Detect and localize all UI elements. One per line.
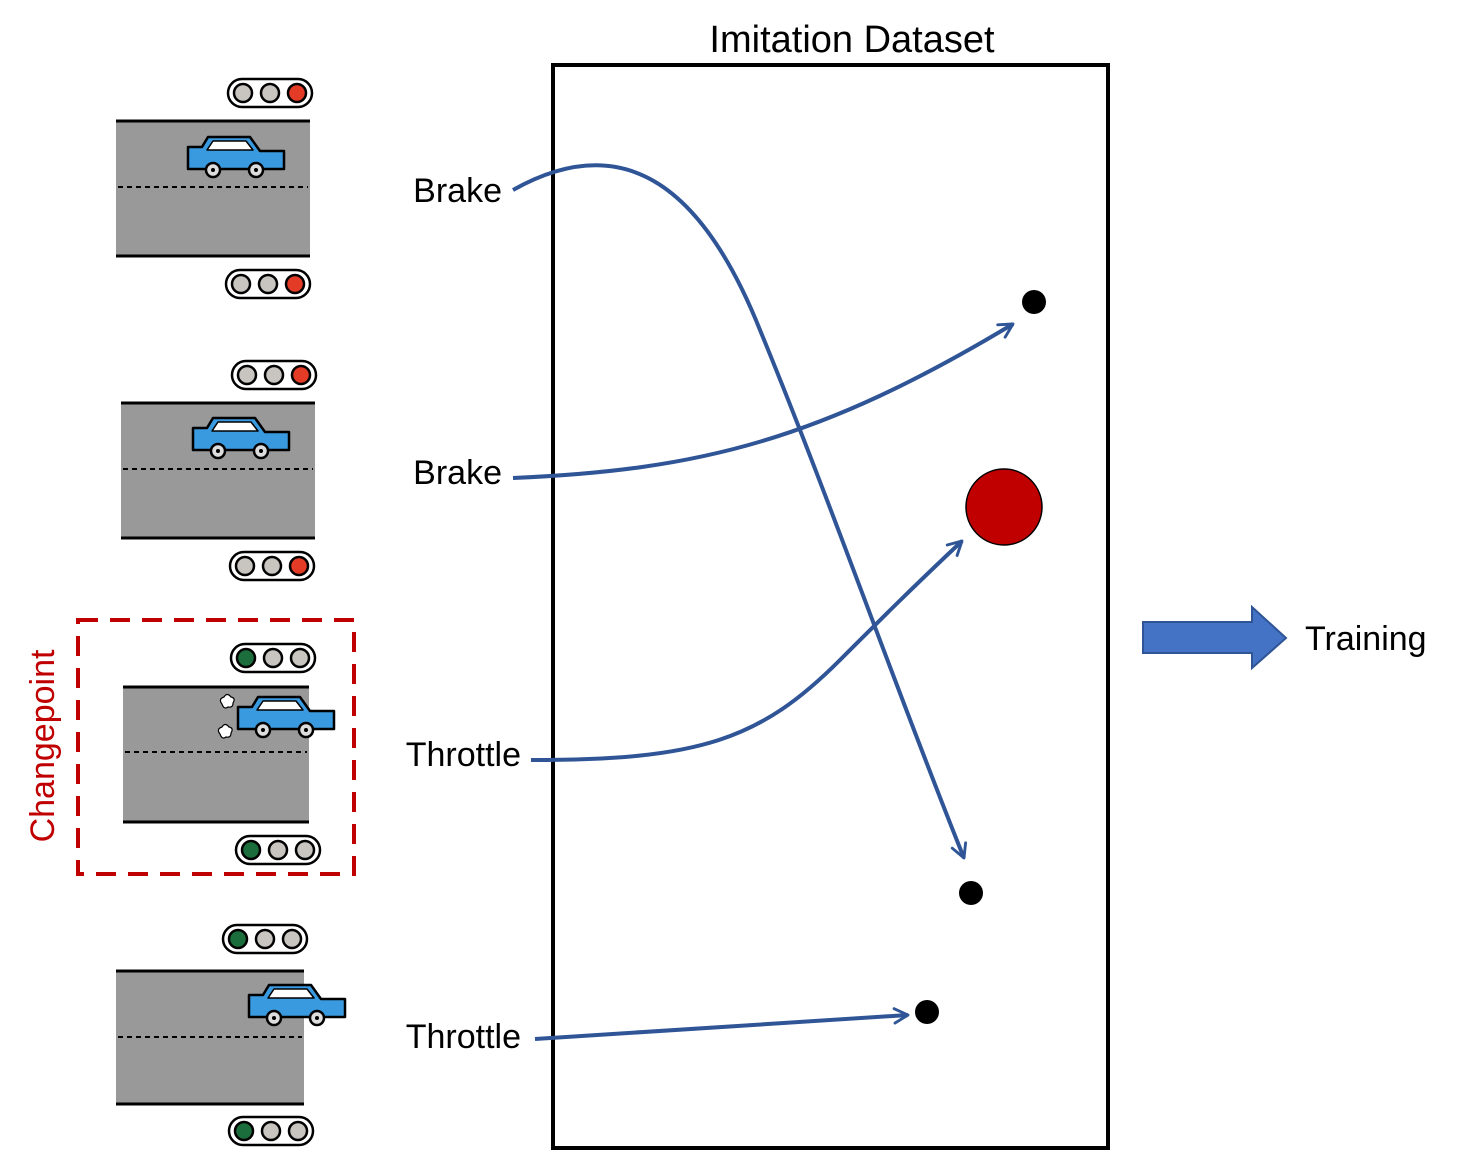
mapping-arrow-3 — [530, 539, 964, 762]
mapping-arrow-4 — [534, 1007, 910, 1041]
traffic-light-icon — [224, 268, 312, 300]
data-point — [959, 881, 983, 905]
scenario-2 — [121, 359, 318, 582]
mapping-arrow-2 — [512, 322, 1015, 480]
highlighted-data-point — [965, 468, 1043, 546]
action-label-2: Brake — [413, 454, 502, 492]
dataset-box — [551, 63, 1110, 1150]
traffic-light-icon — [230, 359, 318, 391]
traffic-light-icon — [221, 923, 309, 955]
scenario-1 — [116, 77, 314, 300]
traffic-light-icon — [234, 834, 322, 866]
exhaust-puff-icon — [217, 693, 235, 739]
traffic-light-icon — [226, 77, 314, 109]
scenario-4 — [116, 923, 347, 1147]
traffic-light-icon — [228, 550, 316, 582]
action-label-1: Brake — [413, 172, 502, 210]
data-point — [915, 1000, 939, 1024]
changepoint-box — [76, 618, 356, 876]
data-point — [1022, 290, 1046, 314]
traffic-light-icon — [227, 1115, 315, 1147]
scenario-3: Changepoint — [24, 618, 356, 876]
action-label-3: Throttle — [406, 736, 521, 774]
action-label-4: Throttle — [406, 1018, 521, 1056]
training-label: Training — [1305, 620, 1427, 658]
training-arrow-icon — [1142, 604, 1288, 671]
traffic-light-icon — [229, 642, 317, 674]
mapping-arrow-1 — [512, 163, 968, 860]
changepoint-label: Changepoint — [24, 649, 62, 842]
dataset-title: Imitation Dataset — [709, 19, 995, 61]
